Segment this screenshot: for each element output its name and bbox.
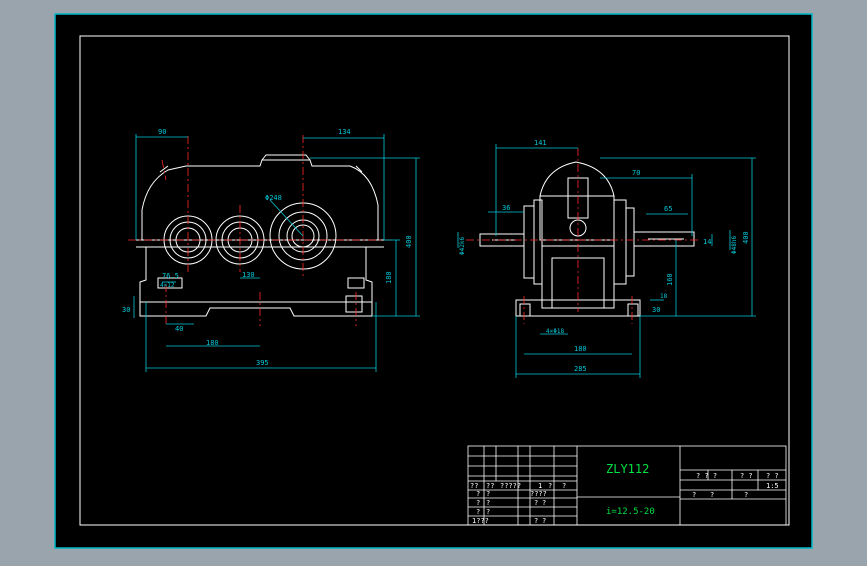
tb-right-mid-1: ? — [710, 491, 714, 499]
tb-cell-r0c4: ? — [548, 482, 552, 490]
tb-cell-r2c1: ? — [486, 499, 490, 507]
tb-cell-r1c0: ? — [476, 490, 480, 498]
dim-left-offset: 90 — [158, 128, 166, 136]
tb-cell-r0c1: ?? — [486, 482, 494, 490]
dim-bore: Φ248 — [265, 194, 282, 202]
housing-outline — [141, 159, 379, 241]
tb-cell-r2c0: ? — [476, 499, 480, 507]
drawing-sheet — [54, 13, 813, 549]
tb-scale: 1:5 — [766, 482, 779, 490]
dim-shaft-dia-right: Φ48h6 — [731, 236, 738, 254]
dim-overall-length: 395 — [256, 359, 269, 367]
tb-right-grid — [680, 469, 786, 500]
tb-right-top-1: ? ? — [740, 472, 753, 480]
dim-bolt-width: 40 — [175, 325, 183, 333]
dim-shaft-dia-left: Φ42k6 — [459, 237, 466, 255]
side-flange-left-2 — [533, 199, 543, 285]
drawing-border — [79, 35, 790, 526]
tb-cell-r0c2: ????? — [500, 482, 521, 490]
title-block: ?? ?? ????? 1 ? ? ? ? ???? ? ? ? ? ? ? 1… — [467, 445, 787, 526]
tb-cell-r4c5: ? — [542, 517, 546, 525]
tb-cell-r2c4: ? — [534, 499, 538, 507]
tb-right-mid-0: ? — [692, 491, 696, 499]
tb-cell-r3c0: ? — [476, 508, 480, 516]
dim-output-shaft: 70 — [632, 169, 640, 177]
lift-lugs — [159, 165, 363, 173]
tb-right-top-2: ? ? — [766, 472, 779, 480]
dim-overall-width: 285 — [574, 365, 587, 373]
tb-cell-r3c1: ? — [486, 508, 490, 516]
dim-center-distance: 130 — [242, 271, 255, 279]
dim-side-left: 141 — [534, 139, 547, 147]
dim-height-total: 400 — [405, 235, 413, 248]
dim-foot-thickness: 30 — [122, 306, 130, 314]
tb-cell-r2c5: ? — [542, 499, 546, 507]
leader-bore — [269, 199, 304, 237]
dim-center-to-right: 134 — [338, 128, 351, 136]
tb-cell-r0c3: 1 — [538, 482, 542, 490]
dim-bolt-offset: 76.5 — [162, 272, 179, 280]
tb-cell-r1c4: ???? — [530, 490, 547, 498]
tb-cell-r0c0: ?? — [470, 482, 478, 490]
side-cover — [539, 161, 615, 197]
tb-right-mid-2: ? — [744, 491, 748, 499]
input-shaft — [479, 233, 525, 247]
tb-cell-r4c4: ? — [534, 517, 538, 525]
tb-right-top-0: ? ? ? — [696, 472, 717, 480]
inspection-cover — [261, 154, 311, 161]
side-view: 141 70 36 65 Φ42k6 Φ48h6 400 14 160 30 1… — [457, 139, 756, 378]
dim-foot-thk: 30 — [652, 306, 660, 314]
drawing-title: ZLY112 — [606, 462, 649, 476]
tb-left-grid — [468, 446, 577, 525]
dim-right-small: 18 — [660, 293, 668, 300]
side-foot-left — [519, 303, 531, 317]
lower-housing — [139, 247, 373, 303]
dim-bolt-dia: 4×12 — [160, 282, 175, 289]
tb-cell-r4c0: 1??? — [472, 517, 489, 525]
foot-pad-left — [157, 277, 183, 289]
side-foot-right — [627, 303, 639, 317]
dim-key-width: 14 — [703, 238, 711, 246]
dim-bolt-spacing: 180 — [206, 339, 219, 347]
dim-side-height: 400 — [742, 231, 750, 244]
base-plate — [139, 302, 373, 317]
tb-cell-r0c5: ? — [562, 482, 566, 490]
tb-cell-r1c1: ? — [486, 490, 490, 498]
front-view: 90 134 400 180 40 180 395 30 76.5 4×12 Φ… — [122, 128, 420, 372]
dim-base-width: 180 — [574, 345, 587, 353]
dim-foot-height: 160 — [666, 273, 674, 286]
dim-anchor: 4×Φ18 — [546, 328, 564, 335]
centerline-lug — [161, 159, 167, 181]
foot-pad-right — [347, 277, 365, 289]
title-block-frame — [467, 445, 787, 526]
dim-right-top: 65 — [664, 205, 672, 213]
dim-height-axis: 180 — [385, 271, 393, 284]
output-shaft-side — [633, 231, 695, 247]
drain-boss — [345, 295, 363, 313]
dim-input-length: 36 — [502, 204, 510, 212]
gear-ratio: i=12.5-20 — [606, 507, 655, 517]
